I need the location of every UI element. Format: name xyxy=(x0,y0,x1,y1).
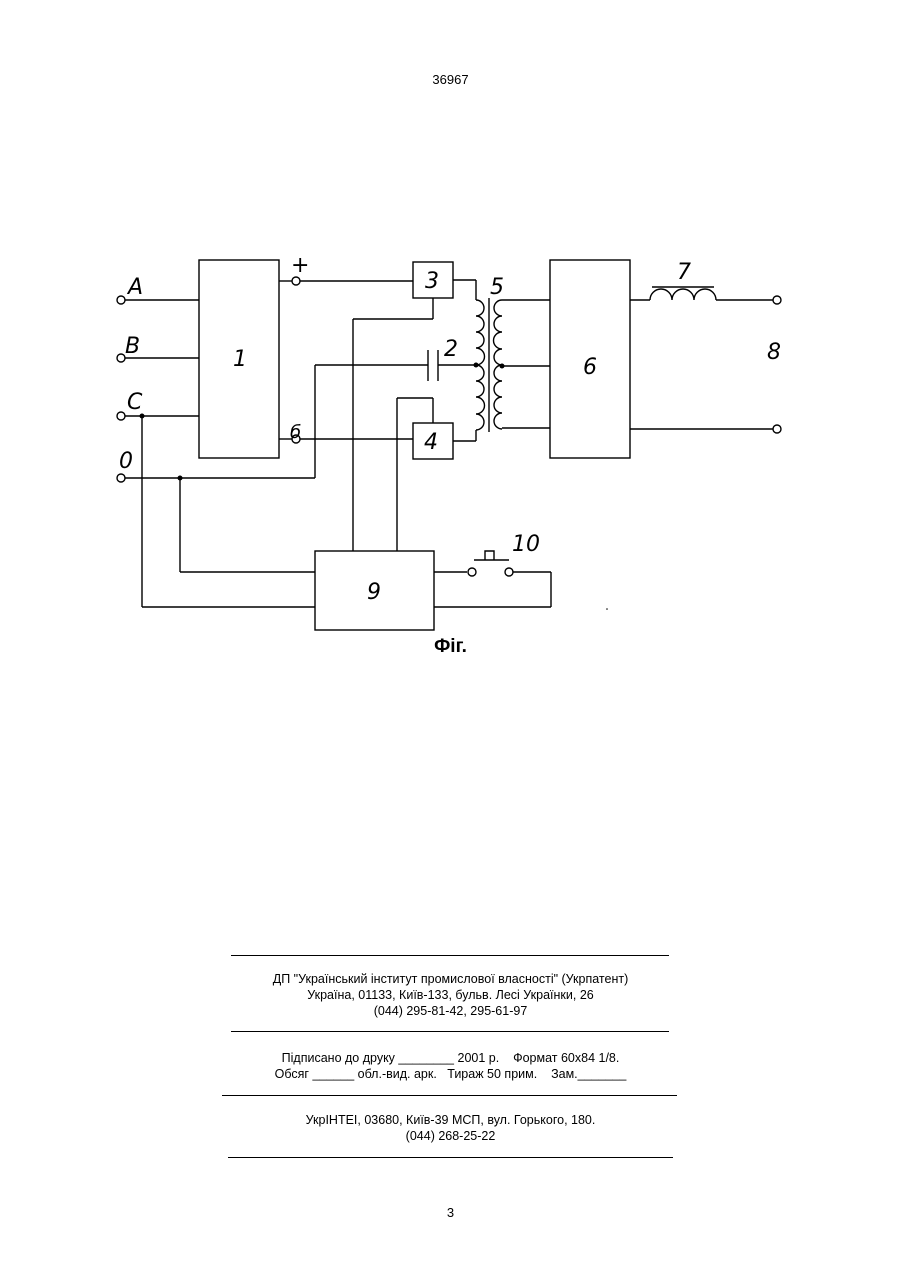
button-10-actuator xyxy=(474,551,509,560)
print-line: Підписано до друку ________ 2001 р. Форм… xyxy=(0,1050,901,1066)
label-block-6: 6 xyxy=(583,355,597,380)
label-capacitor-2: 2 xyxy=(444,337,458,362)
label-block-4: 4 xyxy=(424,430,438,455)
label-minus: б xyxy=(290,422,301,443)
printer-line: УкрІНТЕІ, 03680, Київ-39 МСП, вул. Горьк… xyxy=(0,1112,901,1128)
terminal-0 xyxy=(117,474,125,482)
circuit-diagram: A B C 0 + б 1 2 3 4 5 6 7 8 9 10 xyxy=(0,0,901,660)
label-block-3: 3 xyxy=(425,269,439,294)
button-10-contact-left xyxy=(468,568,476,576)
choke-7 xyxy=(650,289,716,300)
imprint-rule-2 xyxy=(231,1031,669,1032)
label-terminal-b: B xyxy=(125,334,140,359)
imprint-rule-4 xyxy=(228,1157,673,1158)
printer-line: (044) 268-25-22 xyxy=(0,1128,901,1144)
label-button-10: 10 xyxy=(512,532,540,557)
label-transformer-5: 5 xyxy=(490,275,504,300)
page-number: 3 xyxy=(0,1205,901,1220)
imprint-publisher: ДП "Український інститут промислової вла… xyxy=(0,971,901,1019)
terminal-c xyxy=(117,412,125,420)
output-terminal-bottom xyxy=(773,425,781,433)
label-choke-7: 7 xyxy=(677,260,691,285)
label-terminal-c: C xyxy=(127,390,143,415)
publisher-line: (044) 295-81-42, 295-61-97 xyxy=(0,1003,901,1019)
terminal-b xyxy=(117,354,125,362)
imprint-rule-3 xyxy=(222,1095,677,1096)
publisher-line: Україна, 01133, Київ-133, бульв. Лесі Ук… xyxy=(0,987,901,1003)
figure-caption: Фіг. xyxy=(0,636,901,658)
label-terminal-0: 0 xyxy=(119,449,133,474)
button-10-contact-right xyxy=(505,568,513,576)
label-block-9: 9 xyxy=(367,580,381,605)
imprint-rule-1 xyxy=(231,955,669,956)
label-terminal-a: A xyxy=(126,275,143,300)
imprint-print-info: Підписано до друку ________ 2001 р. Форм… xyxy=(0,1050,901,1082)
print-line: Обсяг ______ обл.-вид. арк. Тираж 50 при… xyxy=(0,1066,901,1082)
label-block-1: 1 xyxy=(233,347,247,372)
label-plus: + xyxy=(291,253,309,278)
terminal-plus xyxy=(292,277,300,285)
output-terminal-top xyxy=(773,296,781,304)
label-output-8: 8 xyxy=(767,340,781,365)
publisher-line: ДП "Український інститут промислової вла… xyxy=(0,971,901,987)
terminal-a xyxy=(117,296,125,304)
imprint-printer: УкрІНТЕІ, 03680, Київ-39 МСП, вул. Горьк… xyxy=(0,1112,901,1144)
